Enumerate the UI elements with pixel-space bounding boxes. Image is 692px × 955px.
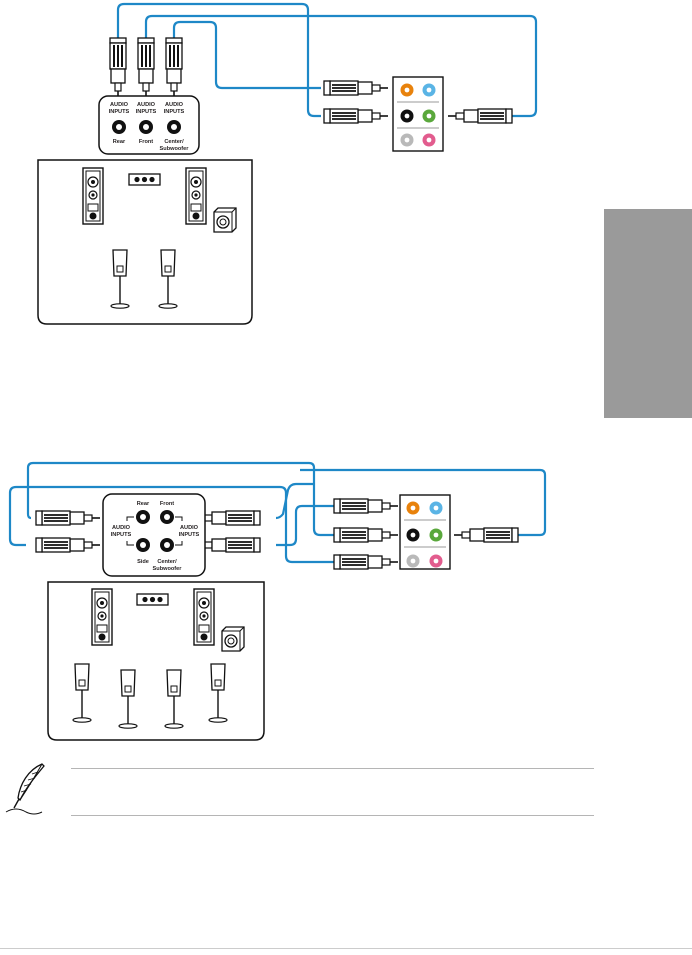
panel-labels: Rear Front AUDIO INPUTS AUDIO INPUTS Sid… xyxy=(111,501,200,572)
label-inputs: INPUTS xyxy=(164,109,185,115)
front-left-tower-speaker xyxy=(82,167,104,225)
bottom-cables xyxy=(8,461,547,564)
input-jack-side xyxy=(136,538,150,552)
rca-plug-to-orange-jack xyxy=(323,80,389,96)
speaker-setup-box xyxy=(47,581,265,741)
rca-plug-to-gray-jack xyxy=(333,554,399,570)
label-rear: Rear xyxy=(137,501,150,507)
rca-plug-to-green-jack xyxy=(448,109,512,123)
center-speaker xyxy=(128,173,161,186)
rca-plug-to-black-jack xyxy=(333,527,399,543)
input-jack-front xyxy=(160,510,174,524)
panel-labels: AUDIO INPUTS AUDIO INPUTS AUDIO INPUTS R… xyxy=(109,102,190,152)
rca-plug-to-black-jack xyxy=(323,108,389,124)
rca-plug-side-left xyxy=(35,537,101,553)
rca-plug-to-orange-jack xyxy=(333,498,399,514)
label-center: Center/ xyxy=(157,559,177,565)
label-center: Center/ xyxy=(164,139,184,145)
front-right-tower-speaker xyxy=(193,588,215,646)
label-audio: AUDIO xyxy=(112,525,131,531)
label-inputs: INPUTS xyxy=(179,532,200,538)
label-audio: AUDIO xyxy=(180,525,199,531)
chapter-side-tab xyxy=(604,209,692,418)
rca-plug-rear-left xyxy=(35,510,101,526)
label-audio: AUDIO xyxy=(110,102,129,108)
label-audio: AUDIO xyxy=(137,102,156,108)
label-side: Side xyxy=(137,559,149,565)
front-right-tower-speaker xyxy=(185,167,207,225)
input-jack-rear xyxy=(112,120,126,134)
label-front: Front xyxy=(139,139,153,145)
label-rear: Rear xyxy=(113,139,126,145)
rca-plug-center-subwoofer xyxy=(165,37,183,99)
input-jack-rear xyxy=(136,510,150,524)
note-divider-bottom xyxy=(71,815,594,816)
front-left-tower-speaker xyxy=(91,588,113,646)
bottom-diagram-4-channel: Rear Front AUDIO INPUTS AUDIO INPUTS Sid… xyxy=(8,461,547,741)
rca-plug-to-green-jack xyxy=(454,528,518,542)
label-inputs: INPUTS xyxy=(111,532,132,538)
motherboard-audio-ports xyxy=(392,76,444,152)
top-diagram-3-channel: AUDIO INPUTS AUDIO INPUTS AUDIO INPUTS R… xyxy=(37,2,538,325)
label-audio: AUDIO xyxy=(165,102,184,108)
label-inputs: INPUTS xyxy=(136,109,157,115)
center-speaker xyxy=(136,593,169,606)
panel-bracket-lines xyxy=(126,516,183,546)
label-front: Front xyxy=(160,501,174,507)
footer-divider xyxy=(0,948,692,949)
top-cables xyxy=(116,2,538,118)
rca-plug-rear xyxy=(109,37,127,99)
note-divider-top xyxy=(71,768,594,769)
label-inputs: INPUTS xyxy=(109,109,130,115)
input-jack-front xyxy=(139,120,153,134)
subwoofer-speaker xyxy=(221,626,245,652)
motherboard-audio-ports xyxy=(399,494,451,570)
label-subwoofer: Subwoofer xyxy=(160,146,190,152)
subwoofer-speaker xyxy=(213,207,237,233)
rca-plug-front xyxy=(137,37,155,99)
input-jack-center-subwoofer xyxy=(167,120,181,134)
input-jack-center-subwoofer xyxy=(160,538,174,552)
quill-pen-icon xyxy=(5,763,45,815)
label-subwoofer: Subwoofer xyxy=(153,566,183,572)
speaker-input-panel xyxy=(102,493,206,577)
